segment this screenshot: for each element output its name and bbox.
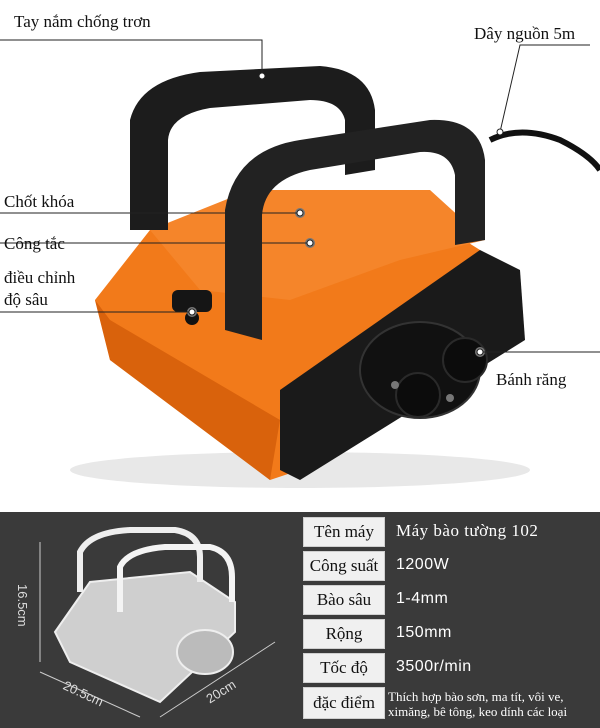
wall-planer-illustration [0, 39, 600, 488]
spec-value: 150mm [396, 624, 452, 641]
dimension-height: 16.5cm [15, 584, 30, 627]
spec-row-depth: Bào sâu 1-4mm [300, 582, 600, 616]
callout-switch: Công tắc [4, 234, 65, 253]
callout-lock: Chốt khóa [4, 192, 75, 211]
spec-label: Rộng [303, 619, 385, 649]
spec-label: đặc điểm [303, 687, 385, 719]
spec-value-line1: Thích hợp bào sơn, ma tít, vôi ve, [388, 689, 564, 704]
spec-row-width: Rộng 150mm [300, 616, 600, 650]
product-photo-area: Tay nắm chống trơn Dây nguồn 5m Chốt khó… [0, 12, 600, 488]
rear-handle [130, 66, 375, 230]
spec-value: Thích hợp bào sơn, ma tít, vôi ve, ximăn… [388, 684, 596, 724]
spec-value: 1-4mm [396, 590, 449, 607]
spec-label: Công suất [303, 551, 385, 581]
spec-row-features: đặc điểm Thích hợp bào sơn, ma tít, vôi … [300, 684, 600, 724]
spec-value: Máy bào tường 102 [396, 521, 539, 540]
spec-table: Tên máy Máy bào tường 102 Công suất 1200… [300, 514, 600, 724]
power-cable [488, 129, 600, 172]
dimension-sketch [39, 527, 276, 718]
spec-panel: 16.5cm 20.5cm 20cm [0, 512, 600, 728]
callout-gear: Bánh răng [496, 370, 567, 389]
spec-row-name: Tên máy Máy bào tường 102 [300, 514, 600, 548]
spec-row-speed: Tốc độ 3500r/min [300, 650, 600, 684]
callout-depth-line1: điều chỉnh [4, 268, 76, 287]
callout-handle: Tay nắm chống trơn [14, 12, 151, 31]
spec-label: Bào sâu [303, 585, 385, 615]
spec-row-power: Công suất 1200W [300, 548, 600, 582]
callout-depth-line2: độ sâu [4, 290, 48, 309]
spec-label: Tên máy [303, 517, 385, 547]
spec-value-line2: ximăng, bê tông, keo dính các loại [388, 704, 568, 719]
spec-label: Tốc độ [303, 653, 385, 683]
spec-value: 3500r/min [396, 658, 472, 675]
callout-cable: Dây nguồn 5m [474, 24, 576, 43]
spec-value: 1200W [396, 556, 450, 573]
front-handle [225, 119, 485, 340]
